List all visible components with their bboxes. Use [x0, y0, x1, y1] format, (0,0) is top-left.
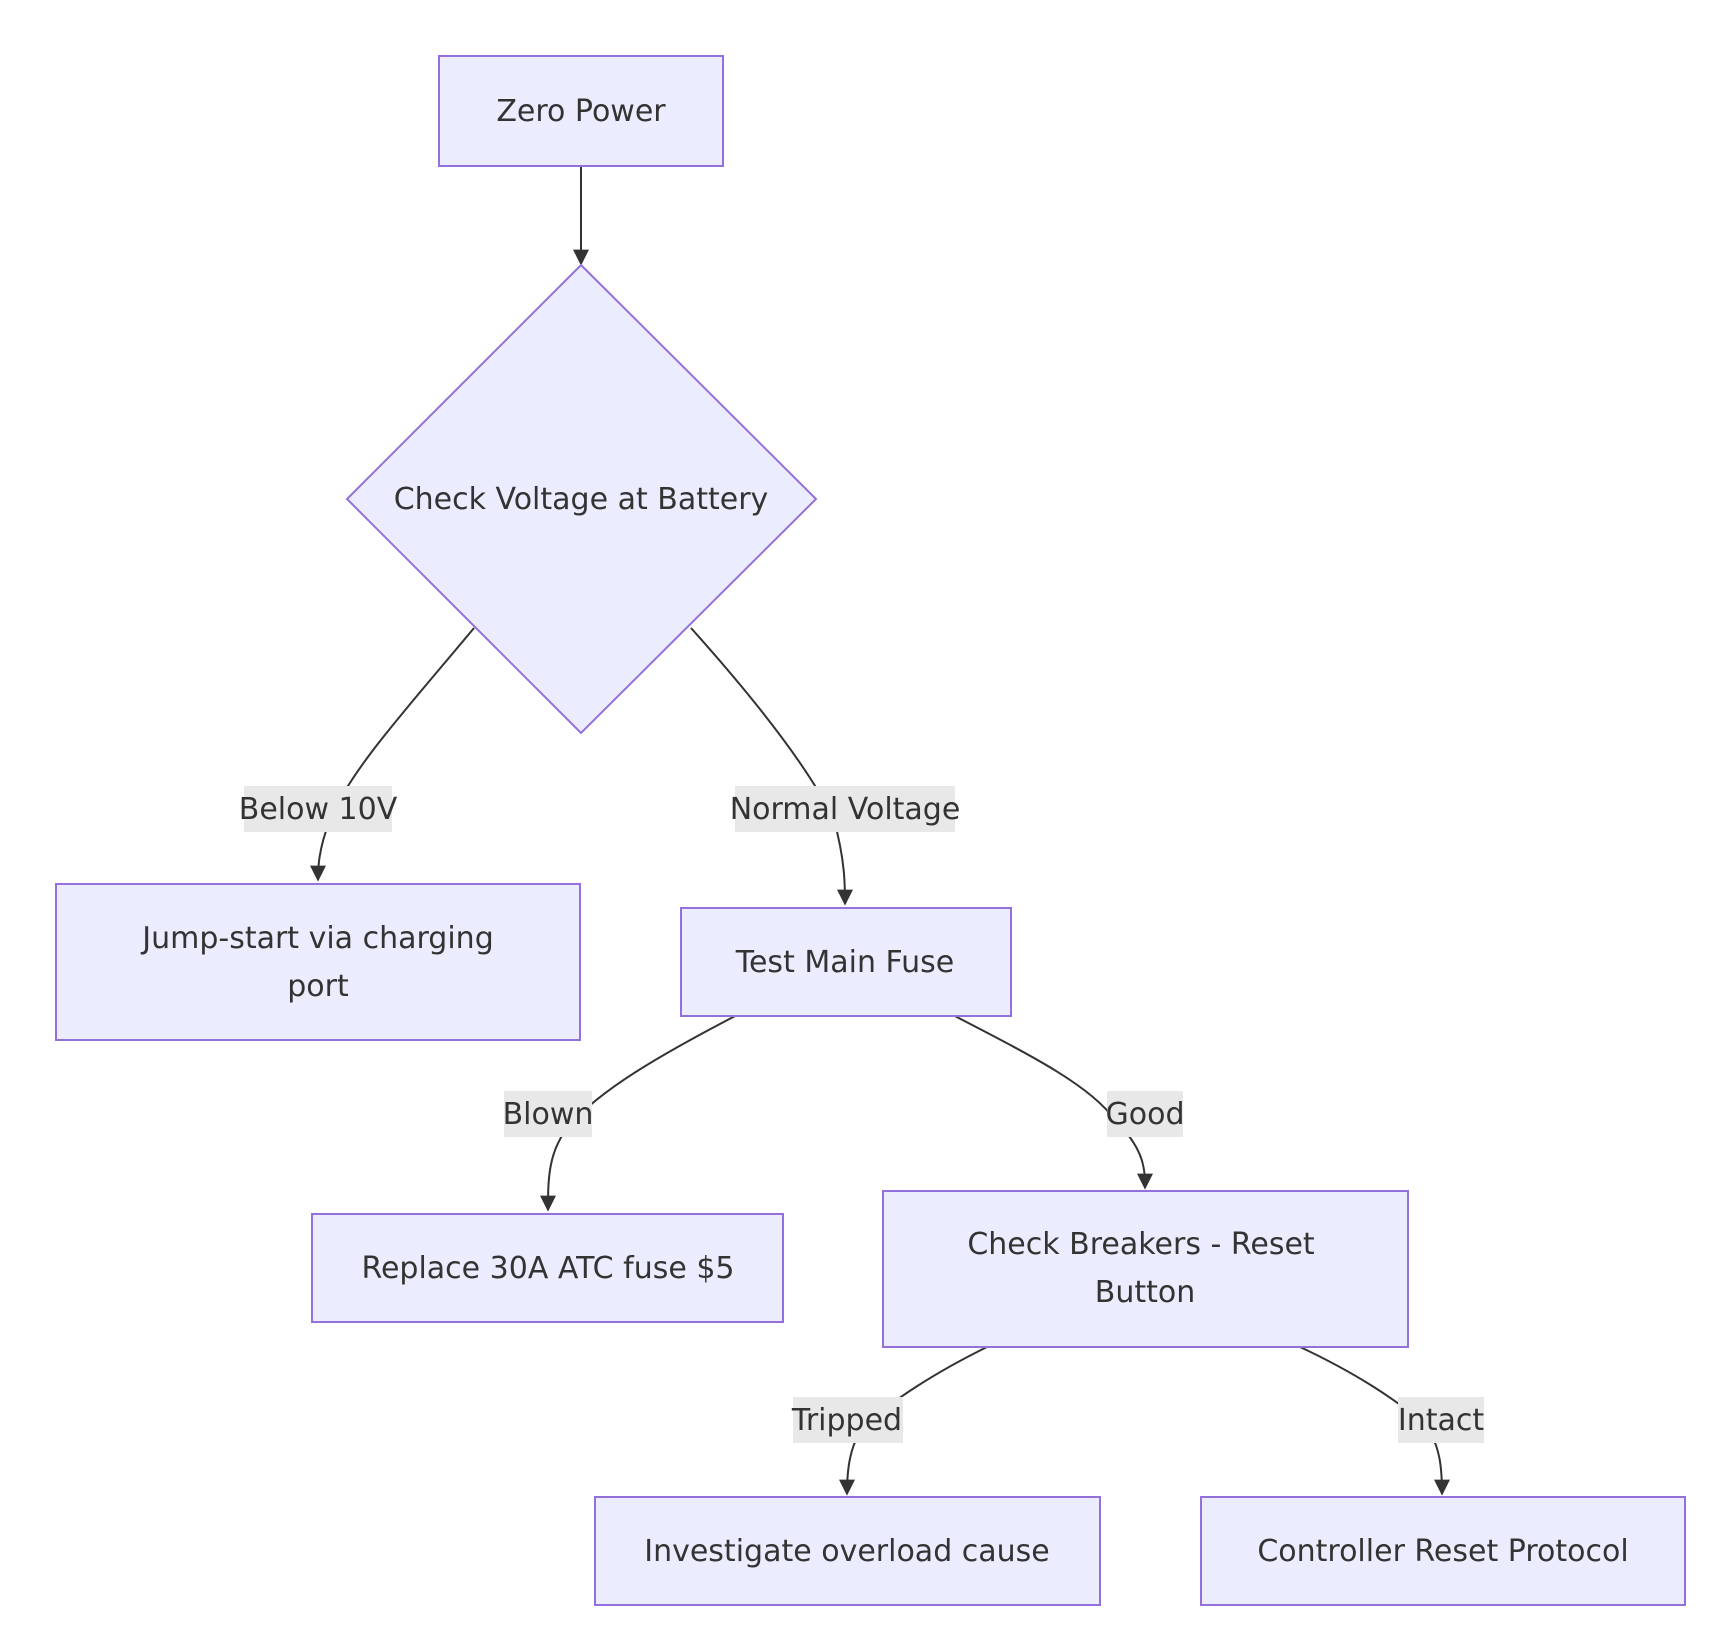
svg-text:Test Main Fuse: Test Main Fuse	[735, 945, 954, 980]
svg-text:Jump-start via charging: Jump-start via charging	[140, 921, 494, 956]
svg-text:port: port	[287, 969, 349, 1004]
edge-check-voltage-to-jump-start	[310, 627, 475, 882]
node-test-fuse: Test Main Fuse	[680, 907, 1012, 1017]
edge-label-tripped: Tripped	[791, 1397, 903, 1443]
svg-text:Below 10V: Below 10V	[239, 792, 398, 827]
edge-label-blown: Blown	[503, 1091, 594, 1137]
node-replace-fuse: Replace 30A ATC fuse $5	[311, 1213, 784, 1323]
edge-label-normal-voltage: Normal Voltage	[730, 786, 961, 832]
edge-label-intact: Intact	[1398, 1397, 1485, 1443]
svg-text:Investigate overload cause: Investigate overload cause	[644, 1534, 1050, 1569]
edge-check-voltage-to-test-fuse	[690, 627, 853, 906]
svg-text:Check Voltage at Battery: Check Voltage at Battery	[394, 482, 769, 517]
svg-text:Tripped: Tripped	[791, 1403, 902, 1438]
svg-text:Good: Good	[1106, 1097, 1185, 1132]
svg-text:Blown: Blown	[503, 1097, 594, 1132]
svg-text:Zero Power: Zero Power	[496, 94, 666, 129]
svg-text:Replace 30A ATC fuse $5: Replace 30A ATC fuse $5	[361, 1251, 734, 1286]
node-zero-power: Zero Power	[438, 55, 724, 167]
node-check-breakers: Check Breakers - Reset Button	[882, 1190, 1409, 1348]
edge-test-fuse-to-check-breakers	[950, 1013, 1153, 1190]
svg-text:Button: Button	[1095, 1275, 1196, 1310]
svg-text:Controller Reset Protocol: Controller Reset Protocol	[1257, 1534, 1628, 1569]
node-check-voltage: Check Voltage at Battery	[345, 263, 818, 735]
edge-label-below-10v: Below 10V	[239, 786, 398, 832]
node-controller-reset: Controller Reset Protocol	[1200, 1496, 1686, 1606]
node-jump-start: Jump-start via charging port	[55, 883, 581, 1041]
node-investigate: Investigate overload cause	[594, 1496, 1101, 1606]
edge-label-good: Good	[1106, 1091, 1185, 1137]
svg-text:Normal Voltage: Normal Voltage	[730, 792, 961, 827]
svg-text:Intact: Intact	[1398, 1403, 1485, 1438]
svg-text:Check Breakers - Reset: Check Breakers - Reset	[967, 1227, 1315, 1262]
